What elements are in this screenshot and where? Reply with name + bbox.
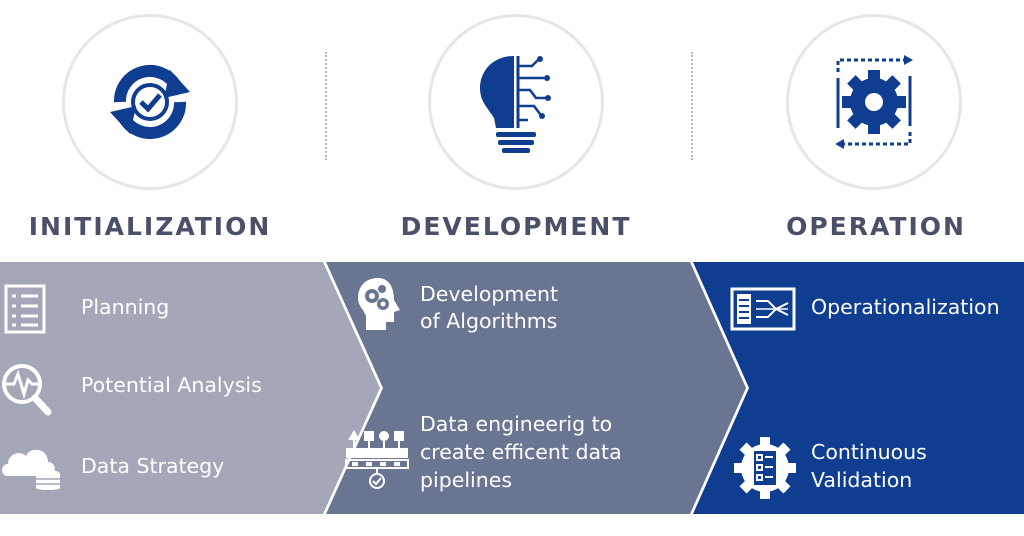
cloud-database-icon <box>2 449 60 490</box>
magnifier-pulse-icon <box>2 364 52 416</box>
data-engineering-line3: pipelines <box>420 468 513 492</box>
continuous-validation-line2: Validation <box>811 468 913 492</box>
data-pipeline-icon <box>345 430 409 489</box>
data-engineering-line1: Data engineerig to <box>420 412 613 436</box>
divider-left <box>325 52 327 160</box>
potential-analysis-label: Potential Analysis <box>81 373 262 397</box>
phase-title-initialization: INITIALIZATION <box>28 212 272 241</box>
data-engineering-line2: create efficent data <box>420 440 622 464</box>
development-icon-circle <box>428 14 604 190</box>
head-gears-icon <box>358 278 400 330</box>
divider-right <box>691 52 693 160</box>
checklist-icon <box>4 284 46 334</box>
continuous-validation-line1: Continuous <box>811 440 927 464</box>
phase-title-development: DEVELOPMENT <box>400 212 632 241</box>
ai-lightbulb-icon <box>480 56 551 153</box>
planning-label: Planning <box>81 295 170 319</box>
development-of-algorithms-line2: of Algorithms <box>420 309 558 333</box>
gear-cycle-icon <box>835 55 913 149</box>
development-of-algorithms-line1: Development <box>420 282 559 306</box>
development-band <box>326 262 746 514</box>
operationalization-label: Operationalization <box>811 295 1000 319</box>
initialization-icon-circle <box>62 14 238 190</box>
data-strategy-label: Data Strategy <box>81 454 225 478</box>
monitor-chart-icon <box>730 287 796 331</box>
phase-title-operation: OPERATION <box>786 212 966 241</box>
refresh-check-icon <box>110 64 190 140</box>
chevron-bands <box>0 262 1024 514</box>
operation-icon-circle <box>786 14 962 190</box>
gear-checklist-icon <box>734 437 796 499</box>
initialization-band <box>0 262 380 514</box>
